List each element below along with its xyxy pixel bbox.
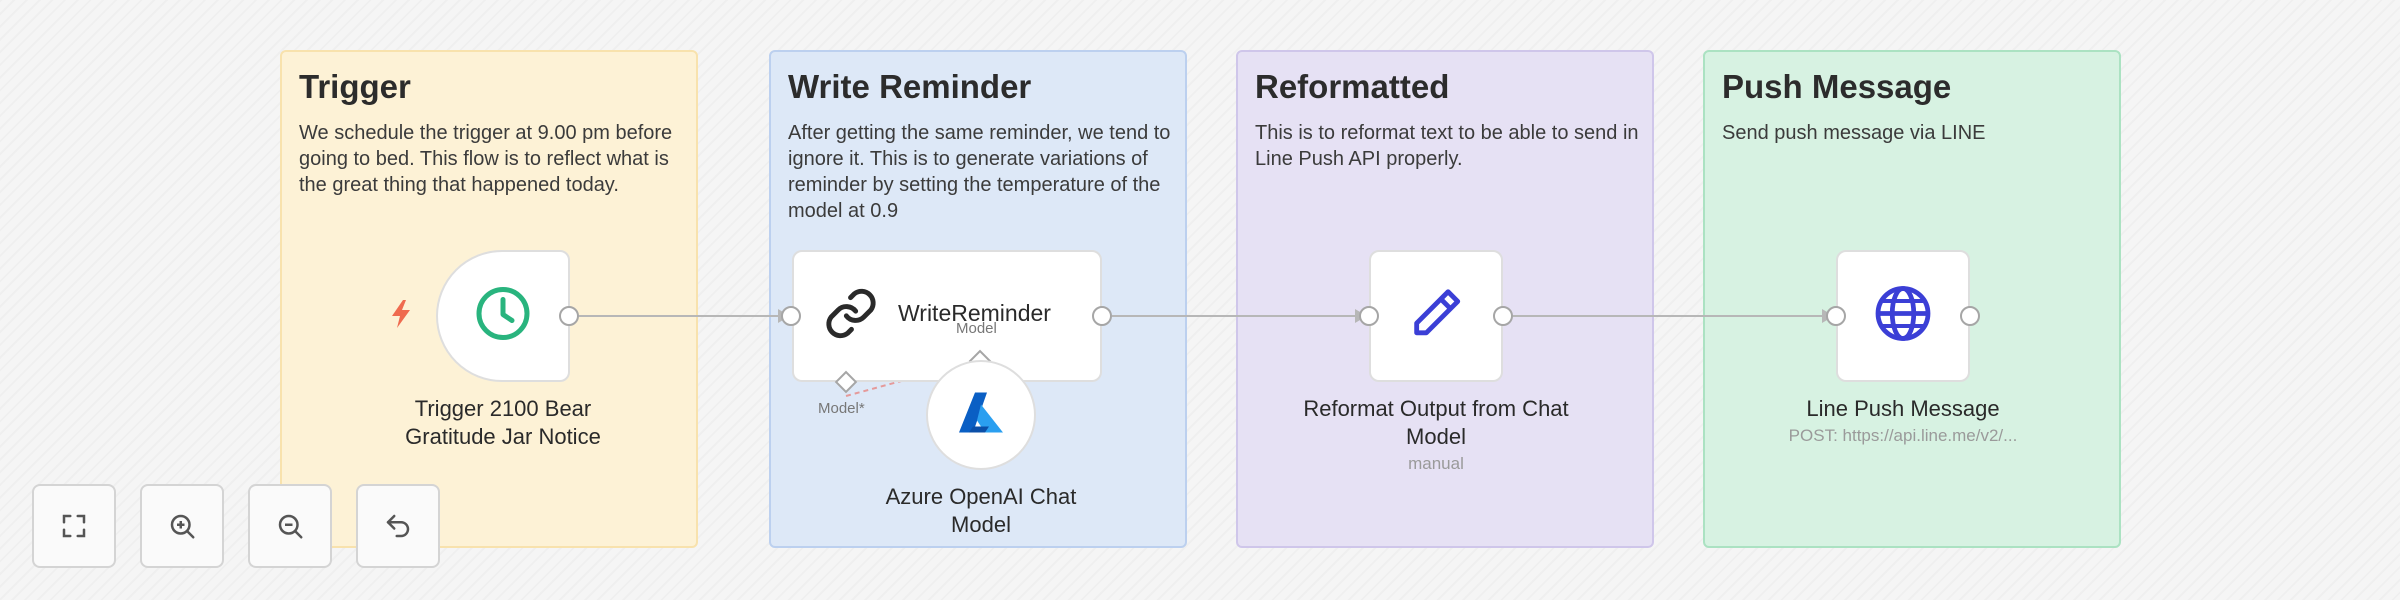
input-handle[interactable] (1359, 306, 1379, 326)
line-push-node-label: Line Push Message (1806, 396, 2000, 421)
zoom-in-button[interactable] (140, 484, 224, 568)
reformat-node[interactable] (1369, 250, 1503, 382)
line-push-node-sublabel: POST: https://api.line.me/v2/... (1788, 426, 2018, 445)
group-title: Trigger (299, 68, 411, 105)
output-handle[interactable] (1960, 306, 1980, 326)
reformat-node-label: Reformat Output from Chat Model (1303, 396, 1569, 449)
azure-openai-node[interactable] (926, 360, 1036, 470)
group-trigger[interactable]: Trigger We schedule the trigger at 9.00 … (280, 50, 698, 548)
undo-icon (386, 514, 410, 538)
clock-icon (474, 285, 532, 348)
output-handle[interactable] (1092, 306, 1112, 326)
group-push-message[interactable]: Push Message Send push message via LINE (1703, 50, 2121, 548)
line-push-node[interactable] (1836, 250, 1970, 382)
group-title: Reformatted (1255, 68, 1450, 105)
trigger-node-label: Trigger 2100 Bear Gratitude Jar Notice (405, 396, 601, 449)
trigger-bolt-icon (390, 300, 412, 336)
trigger-node[interactable] (436, 250, 570, 382)
azure-logo-icon (959, 392, 1003, 438)
undo-button[interactable] (356, 484, 440, 568)
write-reminder-label: WriteReminder (898, 300, 1051, 326)
model-handle-label: Model* (818, 400, 865, 417)
model-handle-label-text: Model* (818, 400, 865, 417)
output-handle[interactable] (559, 306, 579, 326)
zoom-out-icon (278, 514, 303, 539)
write-reminder-node[interactable]: WriteReminder (792, 250, 1102, 382)
reformat-node-sublabel: manual (1408, 454, 1464, 473)
group-title: Push Message (1722, 68, 1952, 105)
globe-icon (1873, 284, 1933, 349)
azure-node-label: Azure OpenAI Chat Model (885, 484, 1077, 537)
group-title: Write Reminder (788, 68, 1032, 105)
group-reformatted[interactable]: Reformatted This is to reformat text to … (1236, 50, 1654, 548)
group-description: After getting the same reminder, we tend… (788, 122, 1171, 222)
azure-handle-label: Model (956, 320, 997, 337)
fit-view-icon (62, 514, 86, 538)
zoom-out-button[interactable] (248, 484, 332, 568)
input-handle[interactable] (781, 306, 801, 326)
group-description: We schedule the trigger at 9.00 pm befor… (299, 122, 673, 196)
zoom-in-icon (170, 514, 195, 539)
group-description: Send push message via LINE (1722, 122, 1986, 144)
fit-view-button[interactable] (32, 484, 116, 568)
input-handle[interactable] (1826, 306, 1846, 326)
link-icon (823, 286, 879, 347)
pencil-icon (1407, 285, 1465, 348)
output-handle[interactable] (1493, 306, 1513, 326)
group-description: This is to reformat text to be able to s… (1255, 122, 1639, 170)
